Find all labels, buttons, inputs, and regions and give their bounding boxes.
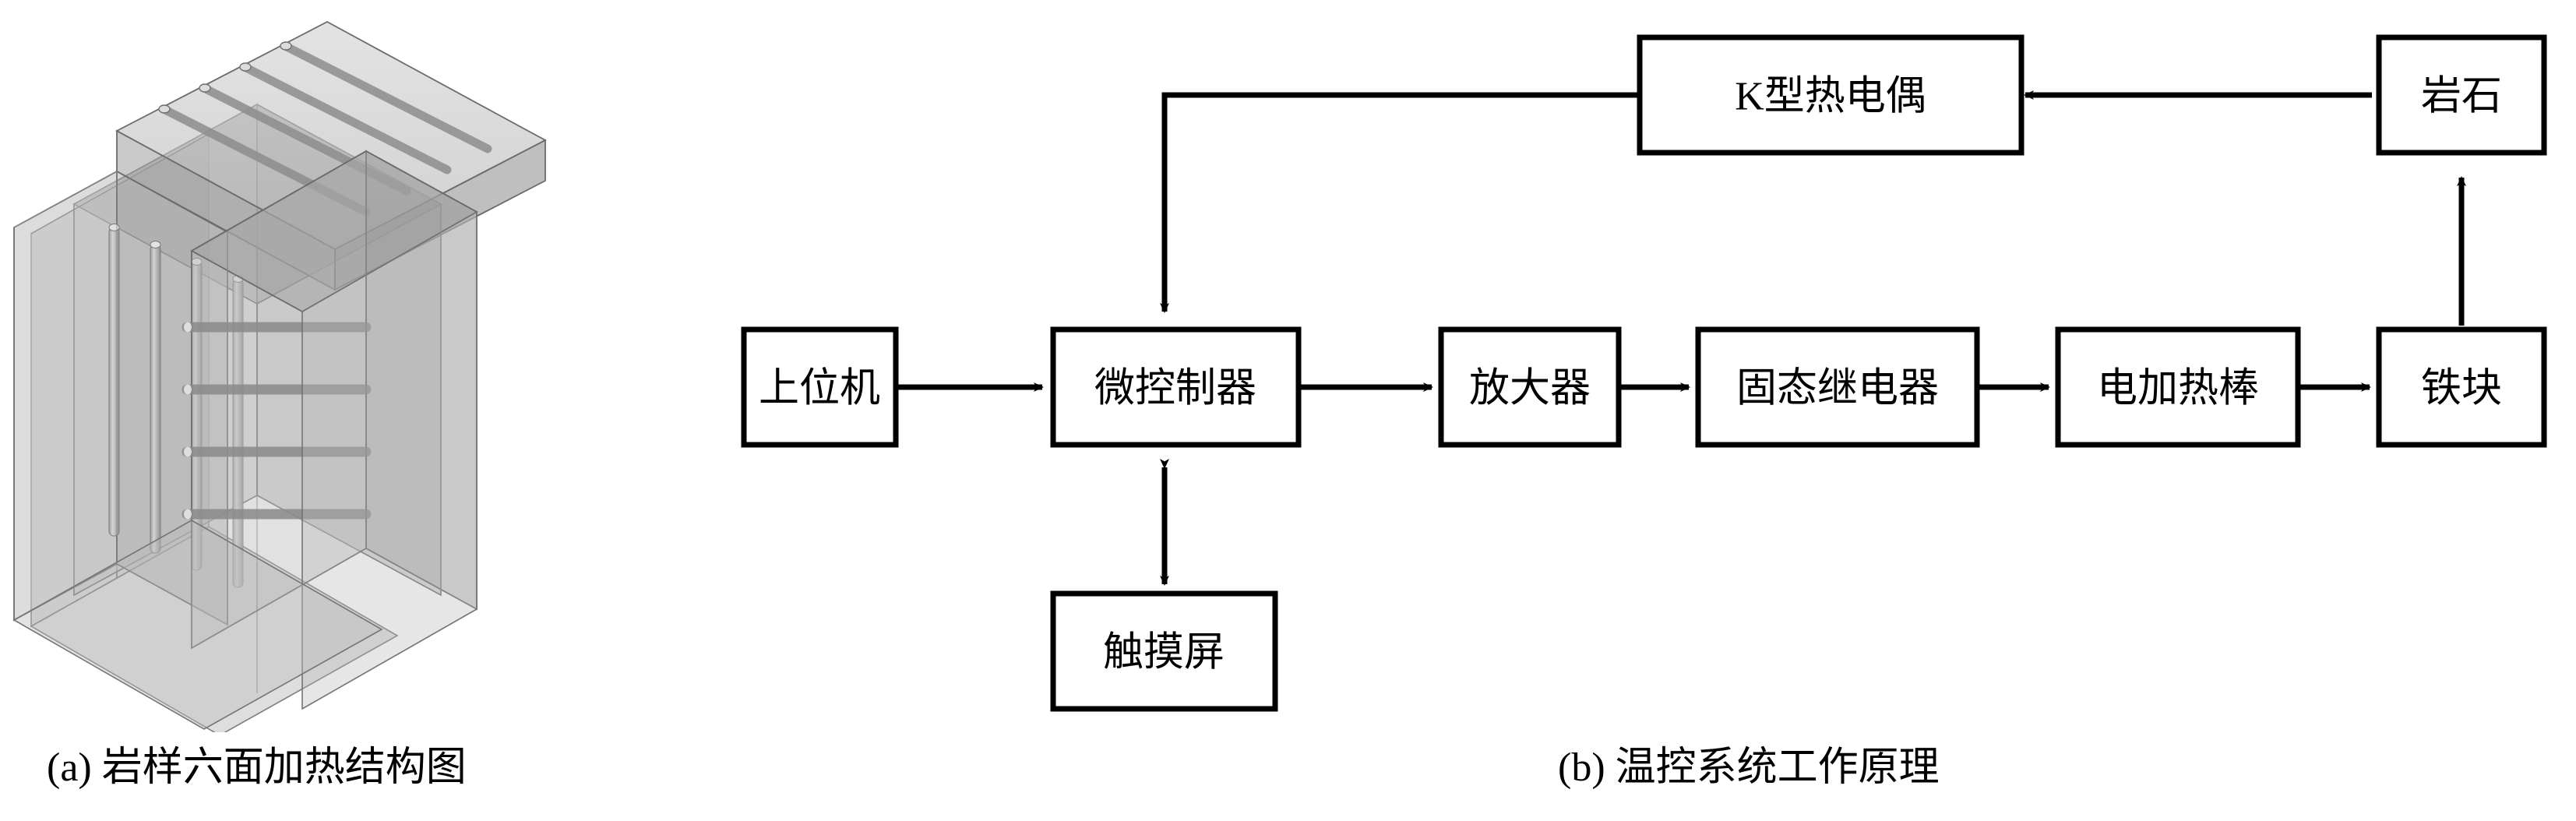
node-host-computer[interactable]: 上位机 (741, 326, 899, 448)
render-group-front-bottom-plate (12, 520, 383, 730)
node-touch-screen-label: 触摸屏 (1103, 631, 1225, 675)
rock-heating-render-svg (12, 20, 547, 732)
render-group-edge-hints (13, 133, 442, 693)
render-group-right-plate-rods (181, 322, 372, 520)
node-electric-heating-rod-label: 电加热棒 (2097, 367, 2259, 411)
node-rock[interactable]: 岩石 (2376, 34, 2547, 156)
node-amplifier-label: 放大器 (1469, 367, 1591, 411)
node-k-type-thermocouple[interactable]: K型热电偶 (1637, 34, 2025, 156)
node-electric-heating-rod[interactable]: 电加热棒 (2055, 326, 2301, 448)
node-host-computer-label: 上位机 (759, 367, 880, 411)
node-microcontroller[interactable]: 微控制器 (1050, 326, 1302, 448)
node-microcontroller-label: 微控制器 (1094, 367, 1256, 411)
node-k-type-thermocouple-label: K型热电偶 (1735, 75, 1926, 119)
rock-heating-3d-render (0, 0, 701, 732)
node-iron-block[interactable]: 铁块 (2376, 326, 2547, 448)
render-group-right-plate (190, 150, 478, 650)
panel-a-rock-heating-structure: (a) 岩样六面加热结构图 (0, 0, 701, 821)
panel-b-control-system-diagram: 上位机 微控制器 放大器 固态继电器 电加热棒 (701, 0, 2576, 821)
node-touch-screen[interactable]: 触摸屏 (1050, 590, 1278, 712)
panel-a-caption: (a) 岩样六面加热结构图 (47, 745, 467, 790)
node-iron-block-label: 铁块 (2421, 367, 2502, 411)
render-group-outer-right-face (301, 210, 477, 710)
panel-b-caption: (b) 温控系统工作原理 (1558, 745, 1940, 790)
node-amplifier[interactable]: 放大器 (1438, 326, 1622, 448)
control-system-block-diagram: 上位机 微控制器 放大器 固态继电器 电加热棒 (741, 34, 2547, 712)
node-solid-state-relay[interactable]: 固态继电器 (1695, 326, 1980, 448)
edge-thermocouple-to-mcu (1160, 92, 1640, 313)
node-solid-state-relay-label: 固态继电器 (1736, 367, 1939, 411)
node-rock-label: 岩石 (2421, 75, 2502, 119)
diagram-boxes: 上位机 微控制器 放大器 固态继电器 电加热棒 (741, 34, 2547, 712)
